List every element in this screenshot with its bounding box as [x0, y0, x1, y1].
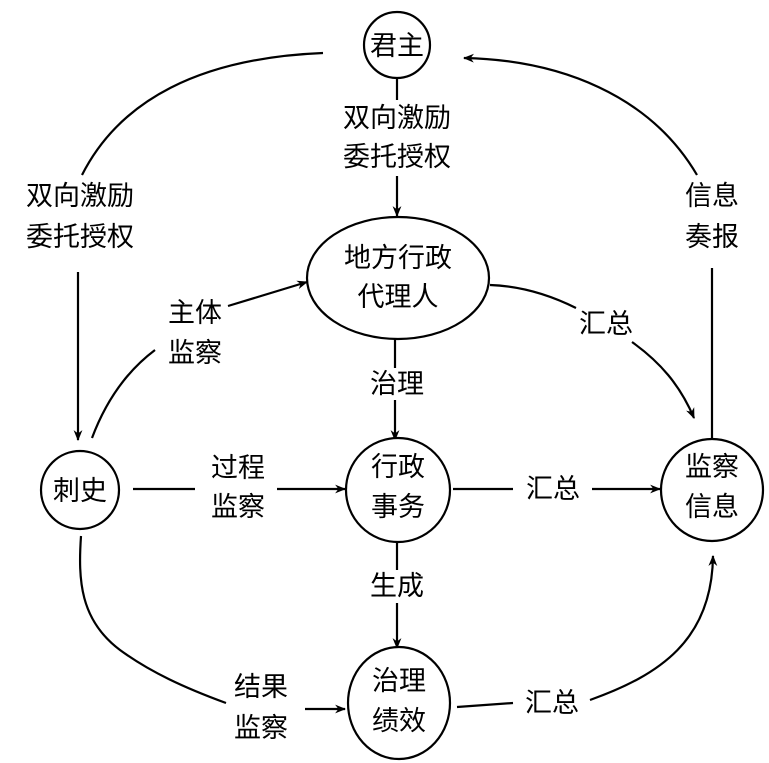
node-affairs-label-line1: 行政 — [371, 452, 425, 483]
node-info-label-line2: 信息 — [685, 492, 739, 523]
label-cishi-to-affairs-line2: 监察 — [211, 492, 265, 523]
label-cishi-to-performance: 结果 监察 — [234, 672, 288, 744]
node-performance-label-line1: 治理 — [372, 666, 426, 697]
label-monarch-to-agent-line2: 委托授权 — [343, 142, 451, 173]
edge-cishi-to-performance-curve — [78, 535, 227, 705]
edge-performance-to-info-curve — [589, 554, 718, 702]
label-cishi-to-performance-line1: 结果 — [234, 672, 288, 703]
label-agent-to-info-text: 汇总 — [579, 309, 633, 340]
label-affairs-to-performance-text: 生成 — [370, 571, 424, 602]
label-monarch-to-cishi: 双向激励 委托授权 — [26, 181, 134, 253]
label-cishi-to-agent-line1: 主体 — [168, 298, 222, 329]
label-performance-to-info-text: 汇总 — [525, 688, 579, 719]
label-cishi-to-agent: 主体 监察 — [168, 298, 222, 369]
label-agent-to-info: 汇总 — [579, 309, 633, 340]
node-cishi: 刺史 — [39, 449, 121, 531]
node-monarch-label: 君主 — [370, 31, 424, 62]
edge-cishi-to-agent-curve — [90, 349, 156, 439]
label-monarch-to-cishi-line2: 委托授权 — [26, 222, 134, 253]
label-info-to-monarch: 信息 奏报 — [685, 181, 739, 253]
label-affairs-to-info: 汇总 — [526, 474, 580, 505]
node-cishi-label: 刺史 — [53, 476, 107, 507]
label-monarch-to-agent-line1: 双向激励 — [343, 103, 451, 134]
node-local-admin-agent: 地方行政 代理人 — [305, 215, 491, 341]
node-monarch: 君主 — [362, 10, 432, 80]
label-affairs-to-performance: 生成 — [370, 571, 424, 602]
label-cishi-to-affairs-line1: 过程 — [211, 453, 265, 484]
label-monarch-to-cishi-line1: 双向激励 — [26, 181, 134, 212]
edge-info-to-monarch-arc — [462, 53, 698, 176]
edge-agent-to-info-curve-b — [631, 341, 696, 420]
node-supervision-info: 监察 信息 — [659, 437, 765, 543]
label-monarch-to-agent: 双向激励 委托授权 — [343, 103, 451, 173]
label-cishi-to-performance-line2: 监察 — [234, 713, 288, 744]
label-cishi-to-affairs: 过程 监察 — [211, 453, 265, 523]
node-admin-affairs: 行政 事务 — [344, 436, 452, 544]
edge-monarch-to-cishi-arc — [81, 51, 324, 176]
label-agent-to-affairs: 治理 — [370, 369, 424, 400]
edge-agent-to-info-curve-a — [489, 283, 577, 309]
edge-performance-to-info-left — [456, 701, 514, 709]
label-info-to-monarch-line2: 奏报 — [685, 222, 739, 253]
label-cishi-to-agent-line2: 监察 — [168, 338, 222, 369]
node-info-label-line1: 监察 — [685, 452, 739, 483]
label-info-to-monarch-line1: 信息 — [685, 181, 739, 212]
label-agent-to-affairs-text: 治理 — [370, 369, 424, 400]
node-governance-performance: 治理 绩效 — [346, 645, 452, 761]
label-affairs-to-info-text: 汇总 — [526, 474, 580, 505]
node-affairs-label-line2: 事务 — [371, 492, 425, 523]
node-performance-label-line2: 绩效 — [372, 706, 426, 737]
label-performance-to-info: 汇总 — [525, 688, 579, 719]
edge-cishi-to-agent-arrow — [227, 280, 309, 308]
node-agent-label-line2: 代理人 — [358, 282, 439, 313]
node-agent-label-line1: 地方行政 — [344, 243, 452, 274]
